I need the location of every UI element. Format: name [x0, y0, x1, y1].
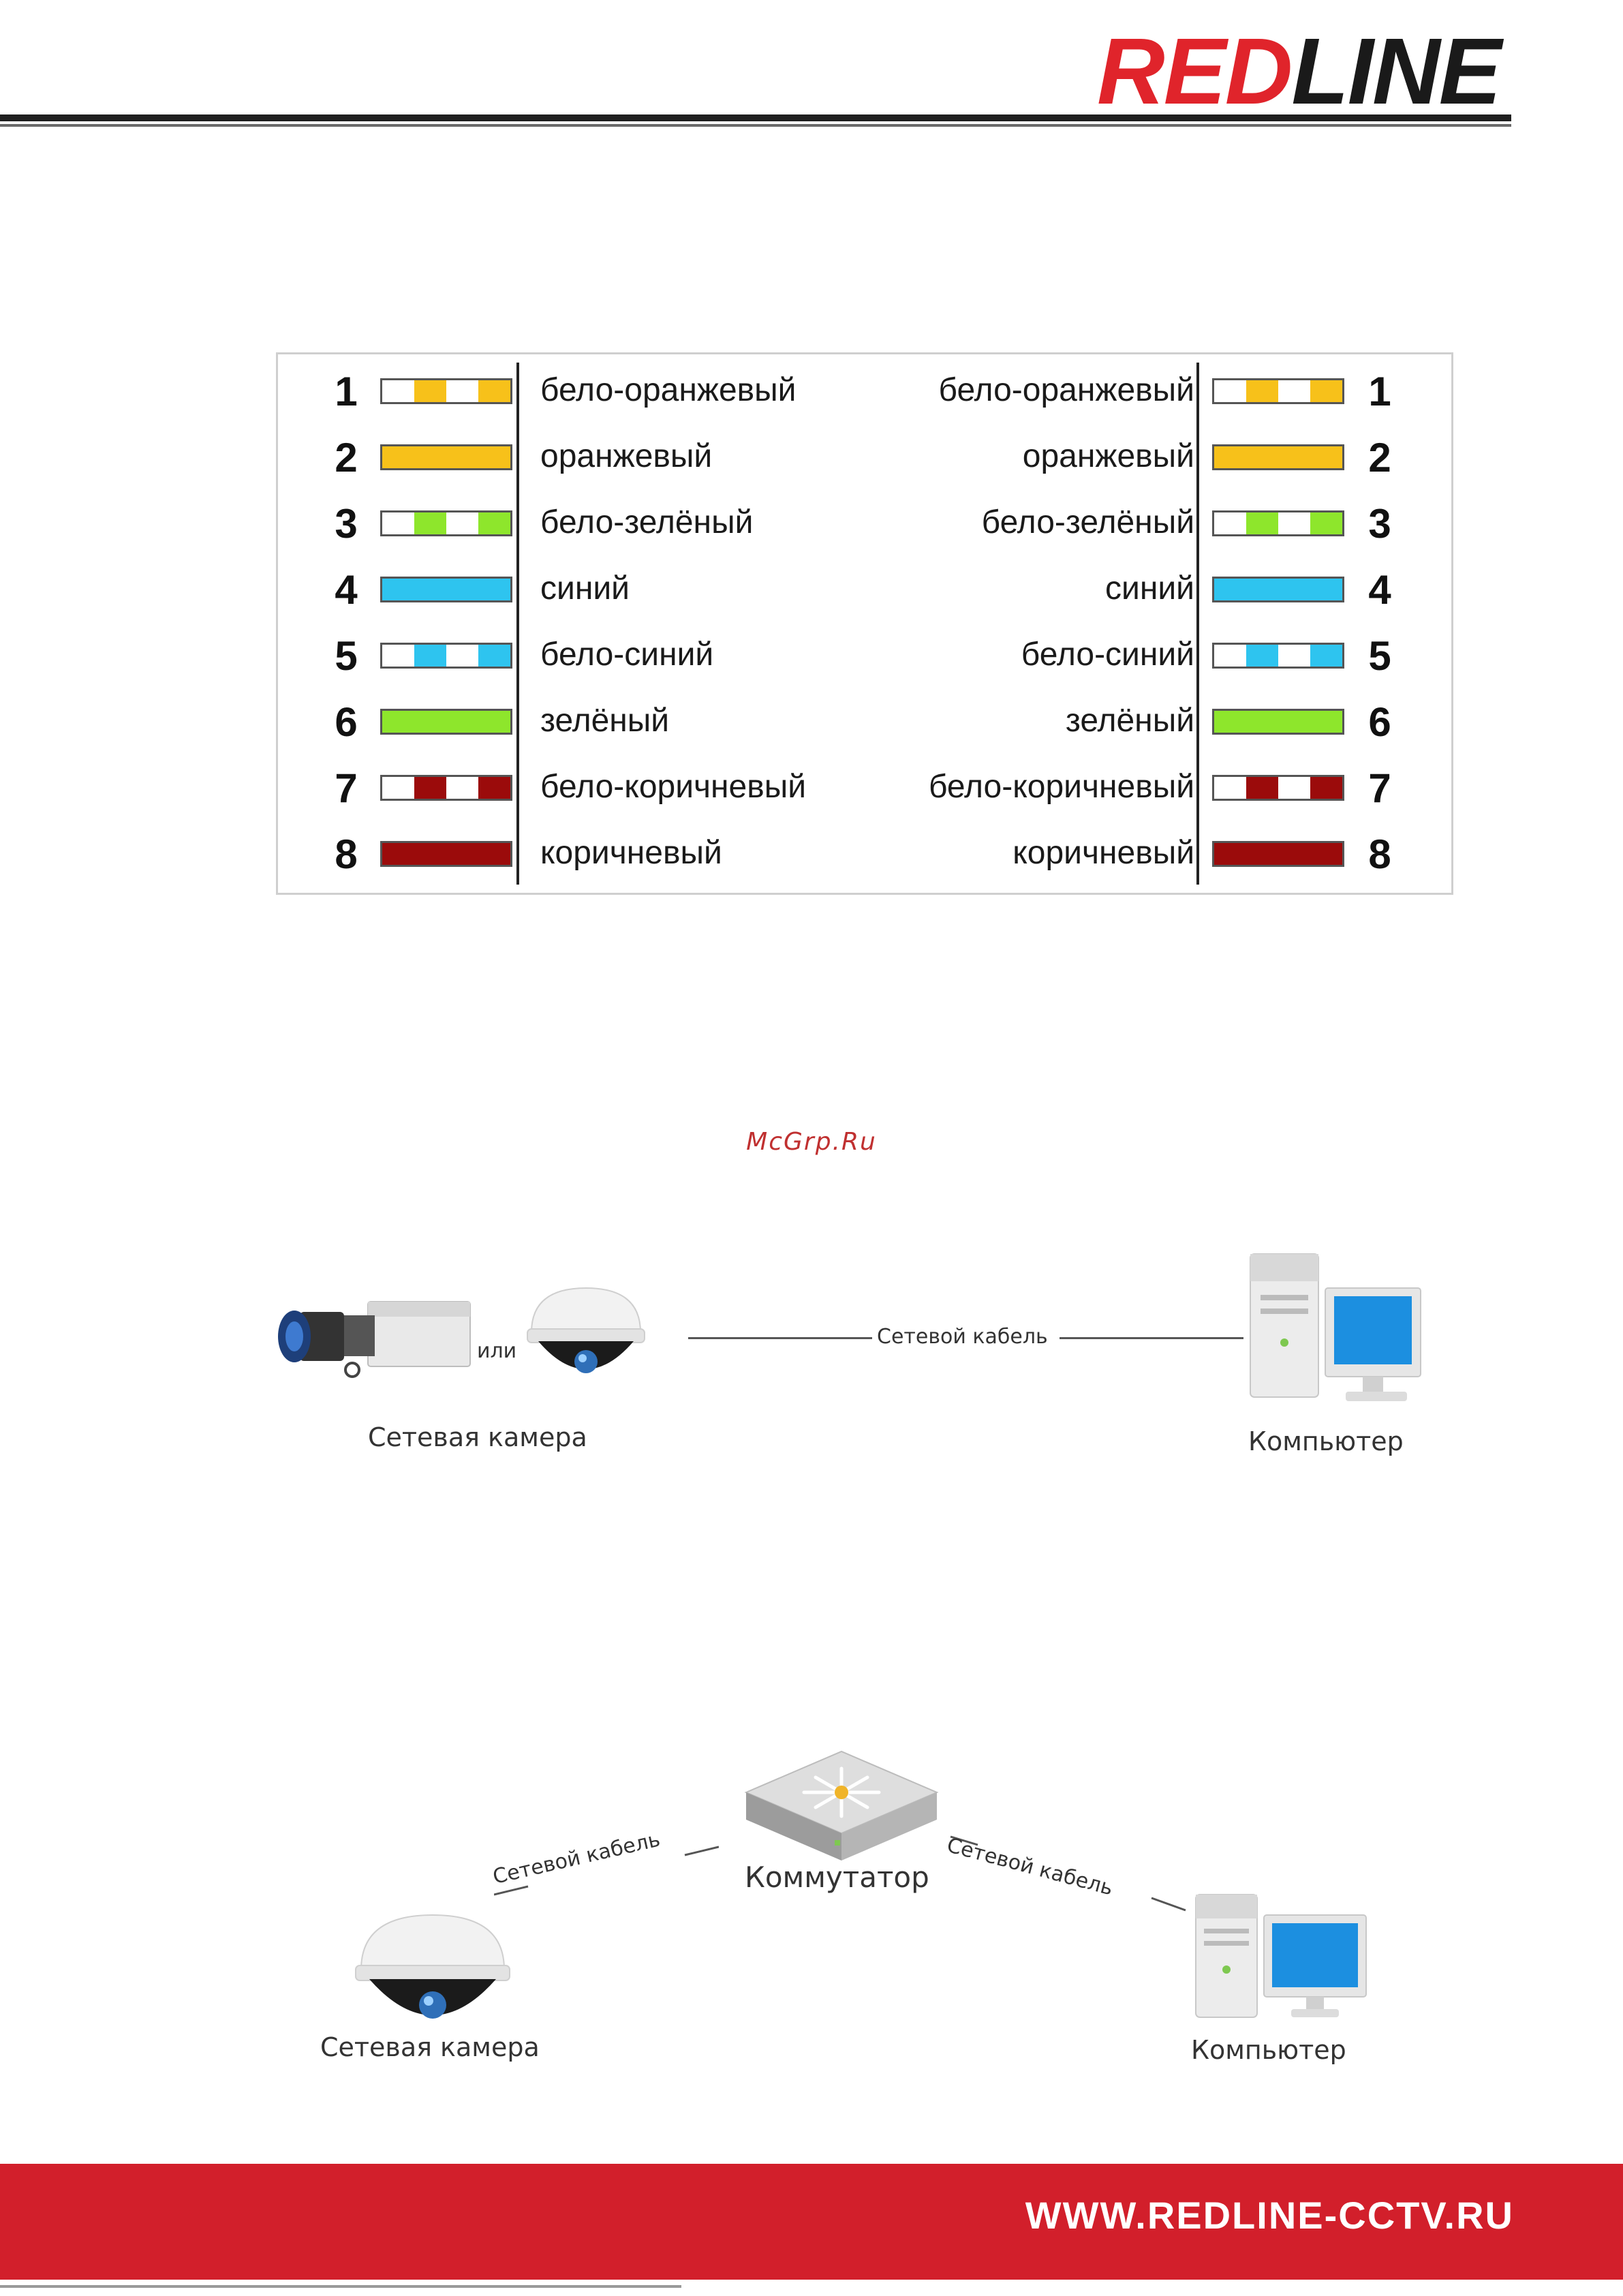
wire-color-name: зелёный [540, 703, 670, 739]
wire-color-name: коричневый [1013, 835, 1194, 871]
switch-label: Коммутатор [745, 1861, 929, 1894]
wire-color-name: бело-синий [540, 637, 714, 673]
wire-color-name: зелёный [1065, 703, 1194, 739]
wire-color-swatch [1212, 775, 1344, 801]
wire-color-swatch [1212, 709, 1344, 735]
header-rule-thin [0, 124, 1511, 127]
pin-number: 3 [1368, 501, 1391, 547]
pin-number: 6 [335, 699, 358, 745]
wiring-row: 6 зелёный зелёный 6 [285, 690, 1445, 756]
pin-number: 8 [1368, 831, 1391, 877]
wire-color-name: бело-зелёный [981, 504, 1194, 540]
wire-color-swatch [1212, 577, 1344, 602]
network-switch-icon [744, 1750, 939, 1861]
pin-number: 8 [335, 831, 358, 877]
wire-color-name: бело-оранжевый [540, 372, 797, 408]
pin-number: 4 [1368, 567, 1391, 613]
wiring-row: 8 коричневый коричневый 8 [285, 822, 1445, 888]
box-camera-and-dome-camera-icon [278, 1287, 645, 1378]
dome-camera-icon [355, 1914, 510, 2019]
wire-color-swatch [1212, 643, 1344, 669]
network-cable-line [1060, 1337, 1243, 1339]
wiring-table [276, 352, 1453, 895]
network-cable-right-line [950, 1835, 1186, 1912]
wiring-row: 7 бело-коричневый бело-коричневый 7 [285, 756, 1445, 822]
computer-icon [1195, 1894, 1367, 2018]
logo-red-part: RED [1097, 19, 1293, 124]
pin-number: 1 [335, 369, 358, 414]
pin-number: 4 [335, 567, 358, 613]
wire-color-name: бело-коричневый [928, 769, 1194, 805]
wire-color-name: коричневый [540, 835, 722, 871]
wire-color-name: оранжевый [540, 438, 713, 474]
computer-label: Компьютер [1191, 2035, 1346, 2065]
footer-rule [0, 2285, 681, 2288]
wiring-rows: 1 бело-оранжевый бело-оранжевый 1 2 оранжевый… [285, 359, 1445, 888]
wire-color-swatch [1212, 510, 1344, 536]
wiring-row: 4 синий синий 4 [285, 557, 1445, 624]
wire-color-swatch [380, 775, 512, 801]
wiring-right-connector-panel [1196, 363, 1445, 885]
pin-number: 7 [1368, 765, 1391, 811]
footer-bar [0, 2164, 1623, 2280]
wire-color-swatch [380, 378, 512, 404]
watermark: McGrp.Ru [746, 1128, 877, 1156]
wire-color-name: синий [540, 570, 630, 607]
wire-color-swatch [380, 709, 512, 735]
wire-color-swatch [1212, 841, 1344, 867]
wiring-row: 2 оранжевый оранжевый 2 [285, 425, 1445, 491]
wire-color-swatch [1212, 444, 1344, 470]
wiring-row: 1 бело-оранжевый бело-оранжевый 1 [285, 359, 1445, 425]
wire-color-name: синий [1105, 570, 1194, 607]
or-label: или [477, 1339, 517, 1363]
wire-color-name: бело-оранжевый [938, 372, 1195, 408]
wire-color-swatch [1212, 378, 1344, 404]
wire-color-name: бело-синий [1021, 637, 1194, 673]
pin-number: 7 [335, 765, 358, 811]
footer-website-url: WWW.REDLINE-CCTV.RU [1025, 2194, 1514, 2237]
dome-camera-icon [527, 1287, 645, 1373]
wire-color-swatch [380, 444, 512, 470]
pin-number: 6 [1368, 699, 1391, 745]
wiring-row: 3 бело-зелёный бело-зелёный 3 [285, 491, 1445, 557]
box-camera-icon [278, 1301, 471, 1378]
wire-color-swatch [380, 841, 512, 867]
network-camera-label: Сетевая камера [368, 1422, 587, 1452]
pin-number: 3 [335, 501, 358, 547]
wire-color-swatch [380, 577, 512, 602]
redline-logo: REDLINE [1097, 25, 1506, 119]
computer-icon [1250, 1253, 1421, 1401]
network-cable-label: Сетевой кабель [877, 1325, 1048, 1349]
wire-color-name: бело-коричневый [540, 769, 807, 805]
wire-color-name: оранжевый [1022, 438, 1194, 474]
pin-number: 2 [335, 435, 358, 480]
network-cable-line [688, 1337, 872, 1339]
wiring-left-connector-panel [285, 363, 519, 885]
computer-label: Компьютер [1248, 1426, 1404, 1456]
network-camera-label: Сетевая камера [320, 2032, 540, 2062]
header-rule [0, 114, 1511, 121]
wiring-row: 5 бело-синий бело-синий 5 [285, 624, 1445, 690]
wire-color-swatch [380, 643, 512, 669]
pin-number: 5 [1368, 633, 1391, 679]
pin-number: 5 [335, 633, 358, 679]
logo-dark-part: LINE [1291, 19, 1501, 124]
pin-number: 1 [1368, 369, 1391, 414]
wire-color-swatch [380, 510, 512, 536]
wire-color-name: бело-зелёный [540, 504, 754, 540]
pin-number: 2 [1368, 435, 1391, 480]
network-cable-left-line [494, 1846, 719, 1896]
